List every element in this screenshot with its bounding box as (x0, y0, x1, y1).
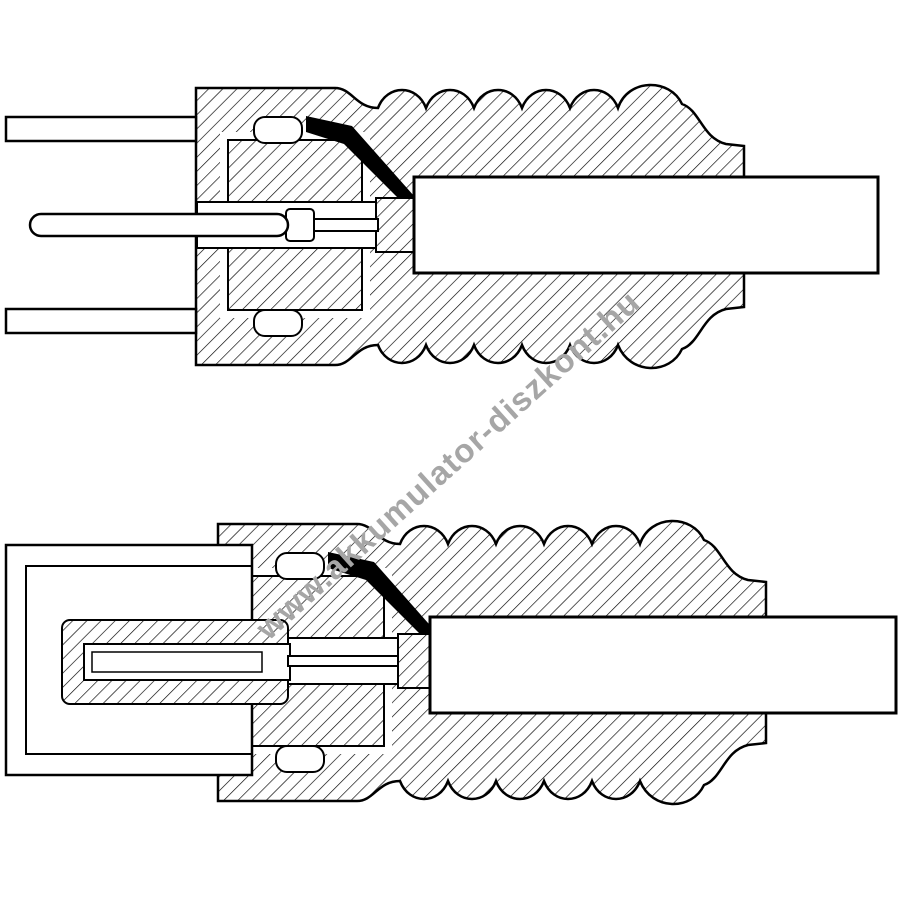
female-connector-diagram (4, 519, 898, 806)
male-bottom-bump (253, 309, 303, 337)
female-contact-slot (91, 651, 263, 673)
male-contact-block (375, 197, 415, 253)
male-sleeve-bottom-wall (4, 307, 198, 335)
female-pin-link (287, 655, 401, 667)
female-top-bump (275, 552, 325, 580)
male-top-bump (253, 116, 303, 144)
male-center-pin (28, 212, 290, 238)
male-cable (412, 175, 880, 275)
female-braid-wedge (328, 552, 436, 650)
male-pin-link (311, 218, 379, 232)
male-connector-diagram (4, 83, 880, 370)
male-braid-wedge (306, 116, 414, 214)
male-pin-step (285, 208, 315, 242)
male-sleeve-top-wall (4, 115, 198, 143)
female-bottom-bump (275, 745, 325, 773)
female-cable (428, 615, 898, 715)
